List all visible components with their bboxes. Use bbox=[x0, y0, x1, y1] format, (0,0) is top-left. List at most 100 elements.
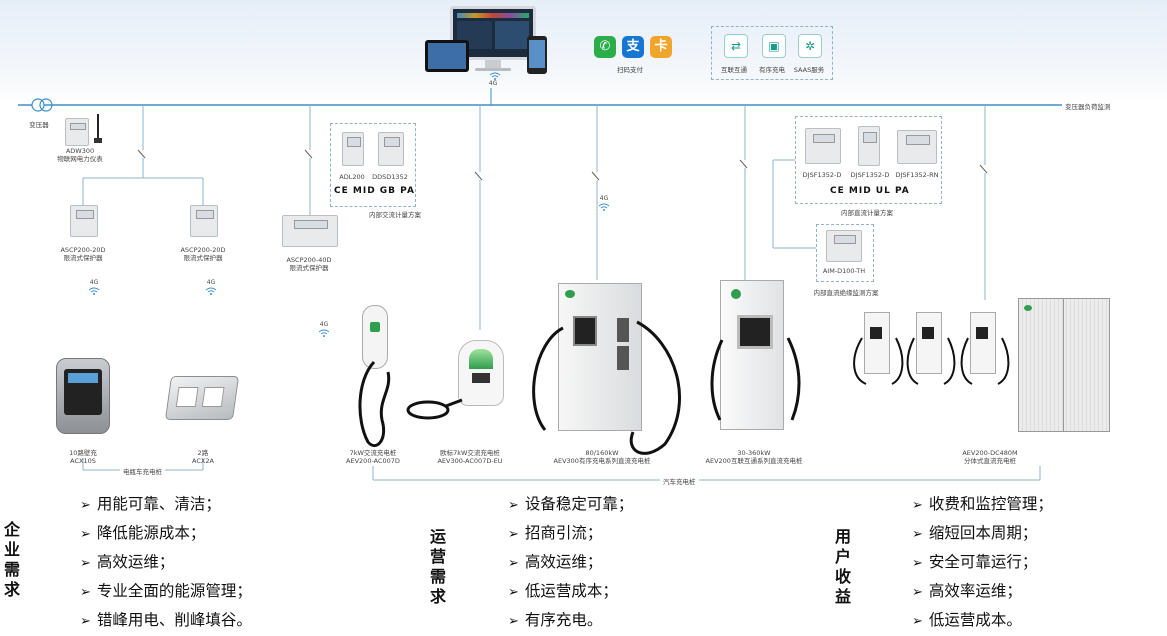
dc-cert-marks: CE MID UL PA bbox=[830, 186, 910, 196]
operation-needs-title: 运营需求 bbox=[429, 527, 446, 606]
insulation-box bbox=[816, 224, 874, 282]
ac-7kw-wallbox bbox=[362, 305, 388, 369]
dc480-dispenser-2 bbox=[916, 312, 942, 374]
transformer-label: 变压器 bbox=[29, 121, 49, 129]
ac-cert-marks: CE MID GB PA bbox=[334, 186, 415, 196]
enterprise-need-4: ➢错峰用电、削峰填谷。 bbox=[80, 611, 252, 629]
user-benefit-0: ➢收费和监控管理； bbox=[912, 495, 1053, 513]
platform-4g-label: 4G bbox=[488, 80, 498, 87]
alipay-icon: 支 bbox=[622, 36, 644, 58]
charging-cable-icon bbox=[710, 337, 801, 421]
adw300-desc: 物联网电力仪表 bbox=[57, 155, 103, 163]
g4-label-2: 4G bbox=[319, 321, 329, 328]
bus-right-label: 变压器负荷监测 bbox=[1062, 101, 1114, 111]
wifi-icon bbox=[205, 287, 217, 295]
ascp-meter-b bbox=[190, 205, 218, 237]
dc30-model: AEV200互联互通系列直流充电桩 bbox=[705, 457, 803, 465]
pay-label: 扫码支付 bbox=[617, 66, 643, 74]
user-benefit-3: ➢高效率运维； bbox=[912, 582, 1022, 600]
wifi-icon bbox=[88, 287, 100, 295]
djsf2-meter bbox=[858, 126, 880, 166]
ascp-b-name: ASCP200-20D bbox=[180, 246, 226, 254]
aim-label: AIM-D100-TH bbox=[822, 267, 866, 275]
wifi-icon bbox=[489, 72, 501, 80]
adw300-meter bbox=[65, 118, 89, 146]
enterprise-need-0: ➢用能可靠、清洁； bbox=[80, 495, 221, 513]
ac7eu-name: 欧标7kW交流充电桩 bbox=[440, 449, 500, 457]
ascp-c-desc: 限流式保护器 bbox=[289, 264, 329, 272]
ascp-meter-a bbox=[70, 205, 98, 237]
operation-need-2: ➢高效运维； bbox=[508, 553, 603, 571]
ac-scheme-label: 内部交流计量方案 bbox=[369, 211, 421, 219]
ac-7kw-eu-wallbox bbox=[458, 340, 504, 406]
dc480-dispenser-3 bbox=[970, 312, 996, 374]
unionpay-card-icon: 卡 bbox=[650, 36, 672, 58]
ebike2-name: 2路 bbox=[197, 449, 209, 457]
user-benefit-2: ➢安全可靠运行； bbox=[912, 553, 1038, 571]
dc80-power: 80/160kW bbox=[585, 449, 619, 457]
car-bus-label: 汽车充电桩 bbox=[660, 476, 699, 486]
service-box bbox=[711, 26, 833, 80]
ddsd-label: DDSD1352 bbox=[372, 173, 408, 181]
interconnect-icon: ⇄ bbox=[724, 34, 748, 58]
dc480-dispenser-1 bbox=[864, 312, 890, 374]
service-label-0: 互联互通 bbox=[721, 66, 747, 74]
ordered-charging-icon: ▣ bbox=[762, 34, 786, 58]
g4-label-0: 4G bbox=[89, 279, 99, 286]
ebike1-name: 10路壁充 bbox=[69, 449, 97, 457]
charging-cable-icon bbox=[532, 320, 681, 455]
ebike1-model: ACX10S bbox=[70, 457, 96, 465]
wifi-icon bbox=[598, 203, 610, 211]
enterprise-needs-title: 企业需求 bbox=[3, 520, 20, 599]
ebike2-model: ACX2A bbox=[192, 457, 214, 465]
ac7eu-model: AEV300-AC007D-EU bbox=[437, 457, 503, 465]
operation-need-4: ➢有序充电。 bbox=[508, 611, 603, 629]
dc480-model: AEV200-DC480M bbox=[962, 449, 1018, 457]
dc30-power: 30-360kW bbox=[737, 449, 771, 457]
ebike-bus-label: 电瓶车充电桩 bbox=[120, 466, 165, 476]
charging-cable-icon bbox=[358, 360, 391, 448]
dc-30-360kw-charger bbox=[720, 280, 784, 430]
header-band bbox=[0, 0, 1167, 104]
ascp-meter-c bbox=[282, 215, 338, 247]
charging-cable-icon bbox=[406, 398, 463, 420]
dc80-model: AEV300有序充电系列直流充电桩 bbox=[553, 457, 651, 465]
dc-80-160kw-charger bbox=[558, 283, 642, 431]
ddsd1352-meter bbox=[378, 132, 404, 166]
enterprise-need-3: ➢专业全面的能源管理； bbox=[80, 582, 252, 600]
ebike-charger-10-way bbox=[56, 358, 110, 434]
user-benefit-1: ➢缩短回本周期； bbox=[912, 524, 1038, 542]
adl200-label: ADL200 bbox=[339, 173, 365, 181]
ascp-c-name: ASCP200-40D bbox=[286, 256, 332, 264]
g4-label-1: 4G bbox=[206, 279, 216, 286]
saas-network-icon: ✲ bbox=[798, 34, 822, 58]
ac7-name: 7kW交流充电桩 bbox=[349, 449, 397, 457]
charging-cable-icon bbox=[853, 337, 1010, 385]
dc480-power-cabinet bbox=[1018, 298, 1110, 432]
djsf3-label: DJSF1352-RN bbox=[895, 171, 939, 179]
adw300-name: ADW300 bbox=[65, 147, 95, 155]
operation-need-1: ➢招商引流； bbox=[508, 524, 603, 542]
dc-scheme-box bbox=[795, 116, 942, 204]
user-benefits-title: 用户收益 bbox=[834, 527, 851, 606]
ebike-charger-2-way bbox=[164, 376, 240, 420]
ascp-b-desc: 限流式保护器 bbox=[183, 254, 223, 262]
adl200-meter bbox=[342, 132, 364, 166]
ac-scheme-box bbox=[330, 123, 416, 207]
antenna-icon bbox=[94, 114, 102, 143]
dc480-desc: 分体式直流充电桩 bbox=[964, 457, 1016, 465]
djsf1-meter bbox=[805, 128, 841, 164]
enterprise-need-2: ➢高效运维； bbox=[80, 553, 175, 571]
enterprise-need-1: ➢降低能源成本； bbox=[80, 524, 206, 542]
platform-devices bbox=[425, 6, 555, 78]
g4-label-3: 4G bbox=[599, 195, 609, 202]
djsf3-meter bbox=[897, 130, 937, 164]
aim-meter bbox=[826, 230, 862, 262]
network-lines bbox=[18, 88, 1110, 481]
ascp-a-desc: 限流式保护器 bbox=[63, 254, 103, 262]
service-label-2: SAAS服务 bbox=[793, 66, 825, 74]
dc-scheme-label: 内部直流计量方案 bbox=[841, 209, 893, 217]
wifi-icon bbox=[318, 329, 330, 337]
ascp-a-name: ASCP200-20D bbox=[60, 246, 106, 254]
djsf1-label: DJSF1352-D bbox=[802, 171, 842, 179]
